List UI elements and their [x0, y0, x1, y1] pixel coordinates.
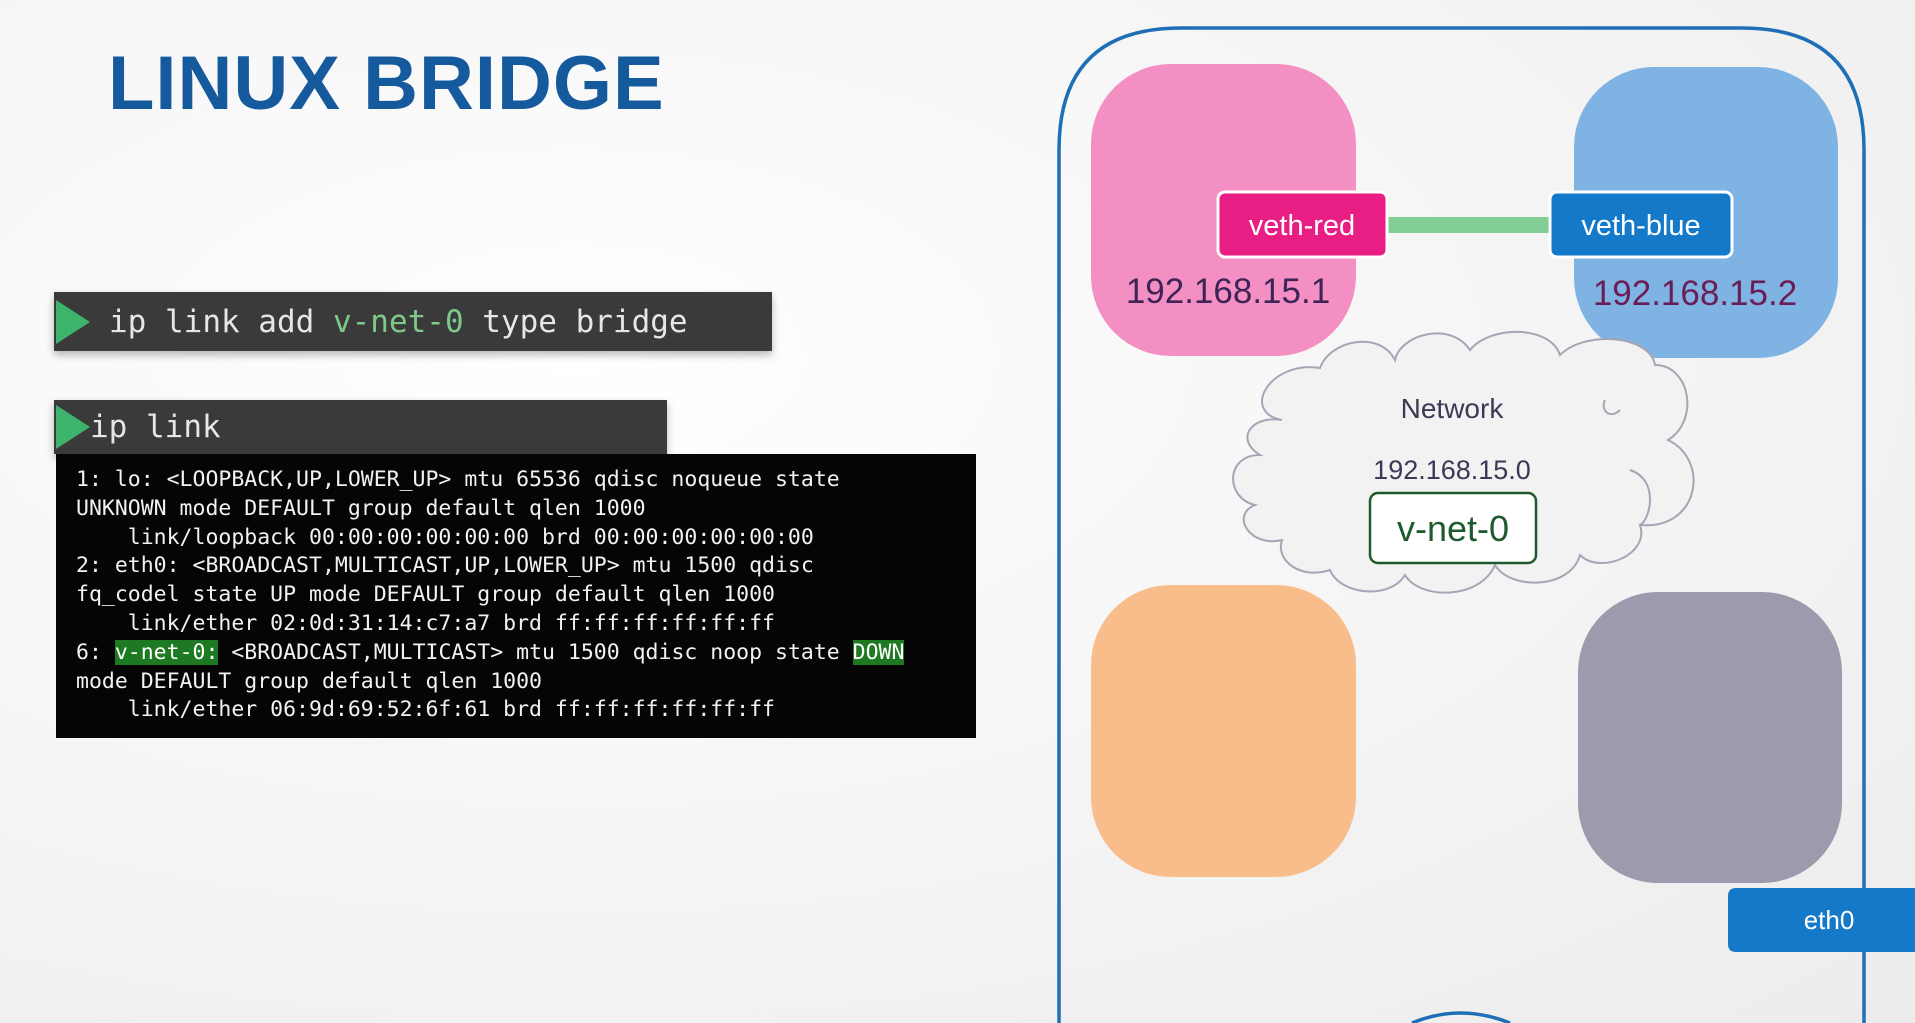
cloud-detail [1602, 399, 1621, 416]
veth-blue-ip: 192.168.15.2 [1593, 274, 1797, 313]
veth-red-label: veth-red [1249, 210, 1355, 242]
terminal-bridge-iface: v-net-0: [114, 639, 219, 665]
veth-red-box [1216, 190, 1389, 259]
bridge-box [1368, 491, 1538, 565]
partial-circle [1411, 1011, 1511, 1023]
veth-blue-label: veth-blue [1581, 210, 1700, 242]
terminal-line: link/ether 06:9d:69:52:6f:61 brd ff:ff:f… [76, 697, 775, 723]
veth-red-ip: 192.168.15.1 [1126, 272, 1330, 311]
terminal-line: link/loopback 00:00:00:00:00:00 brd 00:0… [76, 524, 814, 550]
terminal-line: 2: eth0: <BROADCAST,MULTICAST,UP,LOWER_U… [76, 553, 814, 579]
play-icon [56, 299, 90, 344]
cloud-detail [1629, 469, 1651, 526]
namespace-orange [1091, 585, 1356, 877]
terminal-output: 1: lo: <LOOPBACK,UP,LOWER_UP> mtu 65536 … [56, 454, 976, 738]
network-cloud [1232, 330, 1695, 594]
terminal-line-middle: <BROADCAST,MULTICAST> mtu 1500 qdisc noo… [218, 639, 853, 665]
terminal-line: 1: lo: <LOOPBACK,UP,LOWER_UP> mtu 65536 … [76, 467, 840, 492]
host-boundary [1057, 26, 1866, 1023]
play-icon [56, 405, 90, 449]
terminal-line: fq_codel state UP mode DEFAULT group def… [76, 582, 775, 608]
eth0-box [1728, 888, 1915, 952]
terminal-state-down: DOWN [852, 639, 905, 665]
terminal-line: UNKNOWN mode DEFAULT group default qlen … [76, 495, 646, 521]
eth0-label: eth0 [1804, 905, 1855, 935]
command-text: ip link add v-net-0 type bridge [109, 304, 688, 340]
namespace-gray [1578, 592, 1842, 883]
terminal-line: mode DEFAULT group default qlen 1000 [76, 668, 542, 694]
terminal-line: link/ether 02:0d:31:14:c7:a7 brd ff:ff:f… [76, 610, 775, 636]
veth-link [1385, 217, 1553, 233]
command-suffix: type bridge [463, 303, 688, 340]
network-subnet: 192.168.15.0 [1373, 455, 1531, 485]
bridge-label: v-net-0 [1397, 508, 1509, 549]
command-bar-add-bridge: ip link add v-net-0 type bridge [54, 292, 772, 351]
command-bridge-name: v-net-0 [332, 303, 464, 340]
terminal-line-bridge: 6: v-net-0: <BROADCAST,MULTICAST> mtu 15… [76, 639, 976, 668]
network-label: Network [1401, 393, 1505, 424]
terminal-line-prefix: 6: [76, 639, 115, 665]
page-title: LINUX BRIDGE [108, 41, 665, 126]
command-prefix: ip link add [109, 303, 333, 340]
command-text: ip link [90, 409, 221, 445]
veth-blue-box [1548, 190, 1734, 259]
command-bar-ip-link: ip link [54, 400, 667, 454]
